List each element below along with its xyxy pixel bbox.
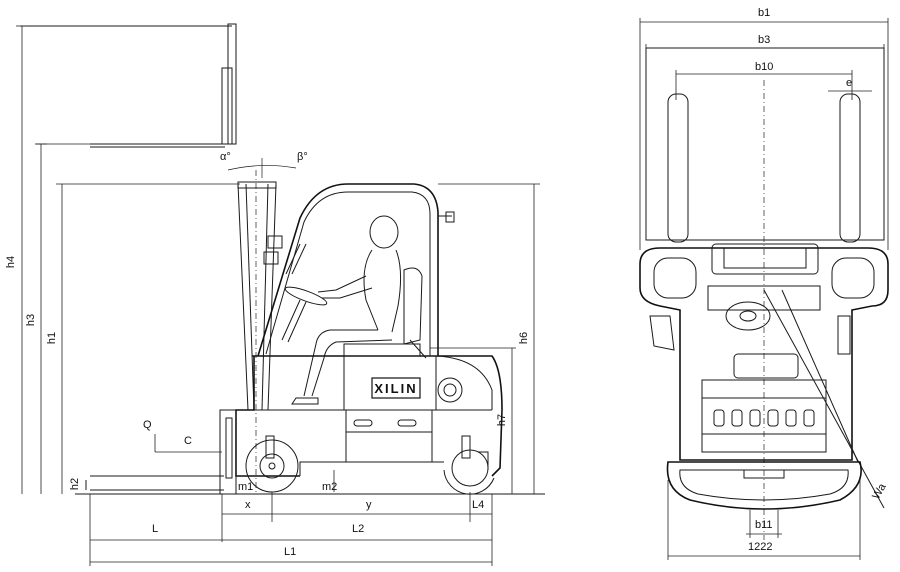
- y-label: y: [366, 499, 372, 511]
- h3-label: h3: [25, 314, 37, 326]
- seat: [343, 267, 427, 359]
- beta-label: β°: [297, 151, 308, 163]
- b11-label: b11: [755, 519, 773, 531]
- mast: [237, 170, 283, 494]
- raised-fork: [20, 23, 237, 148]
- h4-dimension: h4: [5, 25, 28, 494]
- overall-width-dimension: 1222: [667, 480, 861, 560]
- load-center: Q C: [143, 419, 222, 453]
- b10-label: b10: [755, 61, 773, 73]
- lowered-fork: [85, 409, 237, 495]
- e-dimension: e: [828, 77, 872, 92]
- h4-label: h4: [5, 256, 17, 268]
- h6-dimension: h6: [438, 183, 540, 494]
- alpha-label: α°: [220, 151, 231, 163]
- fork-tine-left: [667, 93, 689, 243]
- h3-dimension: h3: [25, 143, 47, 494]
- b1-label: b1: [758, 7, 770, 19]
- h6-label: h6: [518, 332, 530, 344]
- steering-wheel: [281, 286, 328, 343]
- l2-label: L2: [352, 523, 364, 535]
- l4-label: L4: [472, 499, 484, 511]
- rear-wheel: [443, 449, 495, 495]
- front-steering: [725, 301, 799, 379]
- operator-figure: [291, 215, 402, 405]
- fork-tine-right: [839, 93, 861, 243]
- b10-dimension: b10: [675, 61, 853, 100]
- cab: [257, 183, 455, 357]
- front-view: b1 b3 b10 e: [639, 7, 889, 560]
- b11-dimension: b11: [746, 510, 782, 538]
- m2-label: m2: [322, 481, 337, 493]
- brand-plate: [371, 377, 421, 399]
- wa-label: Wa: [870, 481, 889, 502]
- c-label: C: [184, 435, 192, 447]
- front-wheel: [245, 439, 299, 493]
- b3-label: b3: [758, 34, 770, 46]
- bottom-dimensions: x y L4 L L2 L1: [89, 492, 493, 566]
- front-body: [639, 243, 889, 461]
- l1-label: L1: [284, 546, 296, 558]
- x-label: x: [245, 499, 251, 511]
- wa-line: [763, 289, 885, 509]
- h7-dimension: h7: [430, 347, 516, 494]
- l-label: L: [152, 523, 158, 535]
- brand-plate-text: XILIN: [374, 381, 417, 396]
- q-label: Q: [143, 419, 152, 431]
- h1-label: h1: [46, 332, 58, 344]
- b1-dimension: b1: [639, 7, 889, 250]
- m1-label: m1: [238, 481, 253, 493]
- e-label: e: [846, 77, 852, 89]
- side-view: h4 h3 h1 α° β°: [5, 23, 545, 566]
- truck-body: XILIN: [235, 355, 503, 477]
- width-value: 1222: [748, 541, 772, 553]
- battery-grid: [701, 379, 827, 453]
- h2-label: h2: [69, 478, 81, 490]
- counterweight: [666, 461, 862, 510]
- h1-dimension: h1: [46, 183, 240, 494]
- h7-label: h7: [496, 414, 508, 426]
